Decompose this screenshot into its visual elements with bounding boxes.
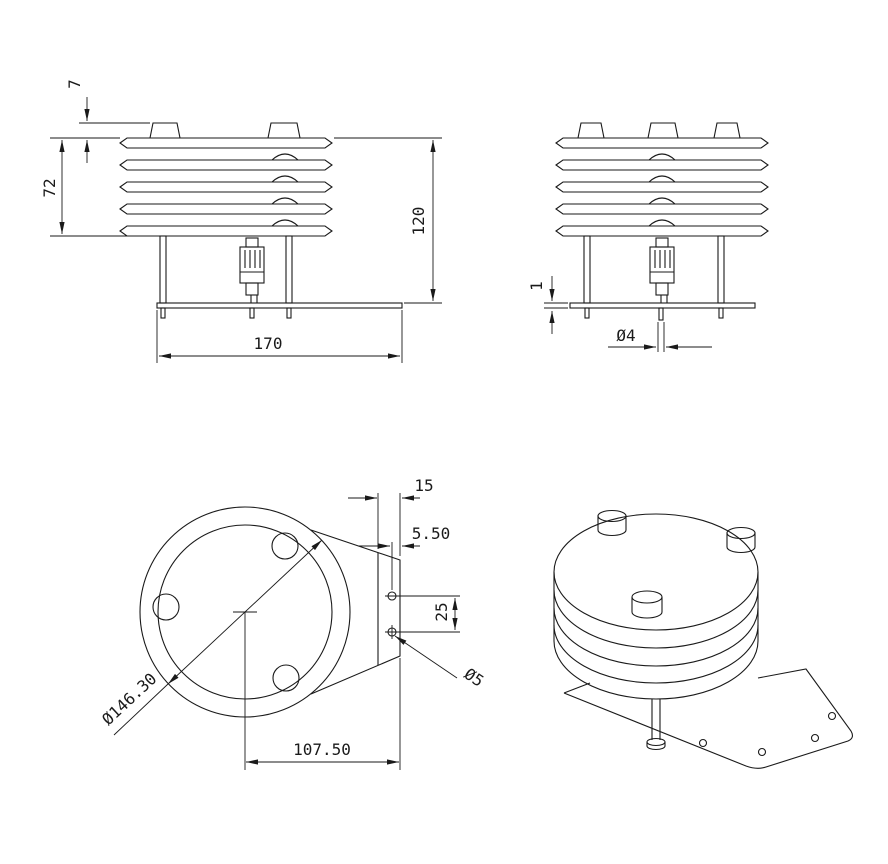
dim-base-width-label: 170 [254,334,283,353]
iso-plate-hole [698,738,708,748]
base-plate-side [569,302,756,321]
front-view: 7 72 120 170 [40,79,442,363]
louver-stack-side [555,137,769,237]
base-plate-front [156,302,403,319]
iso-base-plate [563,668,854,769]
iso-plate-hole [810,733,820,743]
isometric-view [553,509,854,769]
dim-hole-edge-offset-label: 5.50 [412,524,451,543]
iso-plate-hole [757,747,767,757]
dim-flange-width-label: 15 [414,476,433,495]
mounting-flange [310,529,401,695]
dim-center-to-edge-label: 107.50 [293,740,351,759]
dim-stack-height-label: 72 [40,178,59,197]
dim-plate-thickness-label: 1 [527,281,546,291]
louver-stack-front [119,137,333,237]
mounting-caps-front [149,122,301,139]
mounting-caps-side [577,122,741,139]
dim-total-height-label: 120 [409,207,428,236]
dim-cap-height-label: 7 [65,79,84,89]
side-view: 1 Ø4 [527,122,769,352]
side-view-dimensions: 1 Ø4 [527,276,712,352]
iso-shield [553,509,759,700]
sensor-assembly-side [649,237,675,303]
front-view-dimensions: 7 72 120 170 [40,79,442,363]
iso-plate-hole [827,711,837,721]
dim-hole-spacing-label: 25 [432,602,451,621]
iso-center-rod [646,699,666,751]
sensor-assembly-front [239,237,265,303]
dim-bolt-hole-diameter-label: Ø4 [616,326,635,345]
